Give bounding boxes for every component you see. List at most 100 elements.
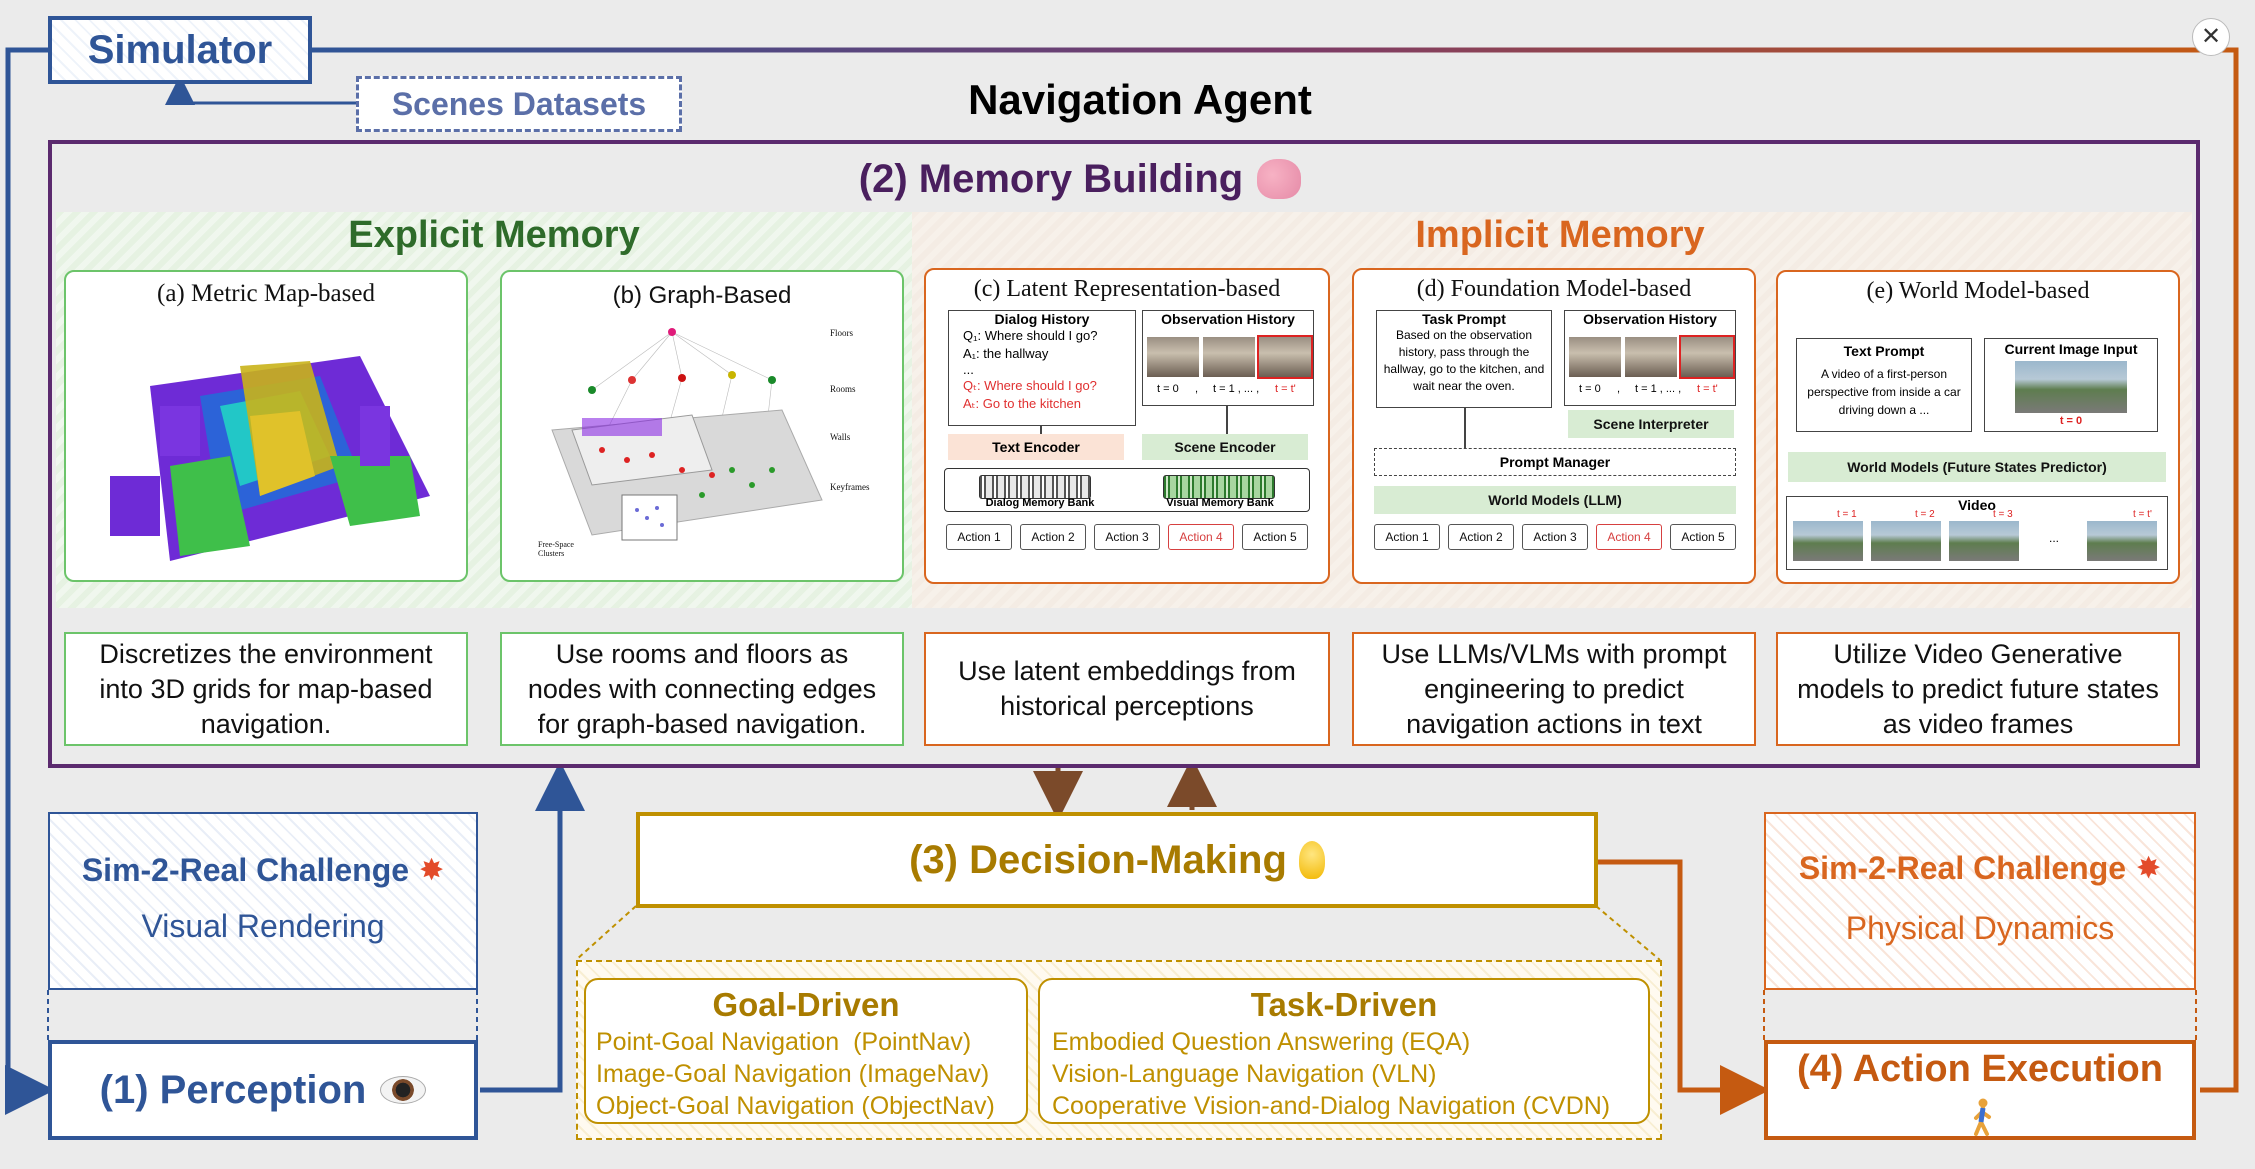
panel-world-model-title: (e) World Model-based (1866, 278, 2090, 304)
action-execution-box: (4) Action Execution (1764, 1040, 2196, 1140)
desc-world-model: Utilize Video Generative models to predi… (1776, 632, 2180, 746)
perception-challenge-title-row: Sim-2-Real Challenge ✸ (50, 852, 476, 889)
obs-time-0: t = 0 (1157, 383, 1179, 395)
task-prompt-text: Based on the observation history, pass t… (1383, 328, 1545, 393)
close-icon: ✕ (2200, 23, 2222, 50)
perception-box: (1) Perception (48, 1040, 478, 1140)
action-challenge-title: Sim-2-Real Challenge (1798, 850, 2127, 886)
task-item-3: Cooperative Vision-and-Dialog Navigation… (1052, 1092, 1611, 1120)
text-prompt-title: Text Prompt (1843, 343, 1925, 359)
visual-bank-label: Visual Memory Bank (1166, 497, 1274, 509)
foundation-action-2: Action 2 (1448, 524, 1514, 550)
video-ellipsis: ... (2049, 531, 2060, 545)
latent-action-4: Action 4 (1168, 524, 1234, 550)
latent-action-5: Action 5 (1242, 524, 1308, 550)
video-frame-2 (1871, 521, 1941, 561)
prompt-manager: Prompt Manager (1374, 448, 1736, 476)
foundation-action-1: Action 1 (1374, 524, 1440, 550)
obs-time-1: t = 1 , ... , (1213, 383, 1260, 395)
latent-action-3: Action 3 (1094, 524, 1160, 550)
memory-building-title-row: (2) Memory Building (800, 150, 1360, 208)
implicit-memory-title: Implicit Memory (1415, 214, 1705, 256)
foundation-time-comma: , (1617, 383, 1621, 395)
panel-latent: (c) Latent Representation-based Dialog H… (924, 268, 1330, 584)
task-prompt-title: Task Prompt (1422, 311, 1506, 327)
panel-foundation-title: (d) Foundation Model-based (1416, 276, 1692, 302)
foundation-action-4: Action 4 (1596, 524, 1662, 550)
obs-time-comma: , (1195, 383, 1199, 395)
text-prompt-body: A video of a first-person perspective fr… (1807, 367, 1961, 417)
lightbulb-icon (1298, 841, 1325, 879)
walking-person-icon (1974, 1098, 1991, 1136)
future-states-predictor-label: World Models (Future States Predictor) (1847, 459, 2107, 475)
prompt-manager-label: Prompt Manager (1499, 454, 1611, 470)
scenes-datasets-box: Scenes Datasets (356, 76, 682, 132)
obs-time-t: t = t' (1275, 383, 1296, 395)
future-states-predictor: World Models (Future States Predictor) (1788, 452, 2166, 482)
dialog-line-4: Qₜ: Where should I go? (963, 378, 1097, 393)
desc-metric-map: Discretizes the environment into 3D grid… (64, 632, 468, 746)
dialog-line-2: A₁: the hallway (963, 346, 1049, 361)
obs-thumb-3 (1257, 335, 1313, 379)
memory-banks-box: Dialog Memory Bank Visual Memory Bank (944, 468, 1310, 512)
perception-label: (1) Perception (99, 1067, 367, 1112)
text-encoder-label: Text Encoder (992, 439, 1080, 455)
video-frames-box: Video ... t = 1 t = 2 t = 3 t = t' (1786, 496, 2168, 570)
foundation-action-5: Action 5 (1670, 524, 1736, 550)
latent-connector (1226, 406, 1228, 434)
explosion-icon-right: ✸ (2136, 852, 2162, 885)
eye-icon (380, 1076, 427, 1104)
obs-thumb-2 (1203, 337, 1255, 377)
panel-metric-map-title: (a) Metric Map-based (157, 280, 375, 307)
latent-action-2: Action 2 (1020, 524, 1086, 550)
foundation-observation-box: Observation History t = 0 , t = 1 , ... … (1564, 310, 1736, 406)
video-label: Video (1958, 497, 1996, 513)
desc-graph-based: Use rooms and floors as nodes with conne… (500, 632, 904, 746)
visual-rendering-challenge: Sim-2-Real Challenge ✸ Visual Rendering (48, 812, 478, 990)
panel-graph-based-title: (b) Graph-Based (612, 282, 792, 309)
goal-item-1: Point-Goal Navigation (PointNav) (596, 1028, 972, 1056)
observation-history-box: Observation History t = 0 , t = 1 , ... … (1142, 310, 1314, 406)
video-frame-last (2087, 521, 2157, 561)
perception-challenge-sub: Visual Rendering (141, 908, 385, 944)
task-driven-title: Task-Driven (1250, 986, 1438, 1023)
video-frame-3 (1949, 521, 2019, 561)
latent-action-1: Action 1 (946, 524, 1012, 550)
dialog-history-box: Dialog History Q₁: Where should I go? A₁… (948, 310, 1136, 426)
foundation-connector-1 (1464, 408, 1466, 448)
physical-dynamics-challenge: Sim-2-Real Challenge ✸ Physical Dynamics (1764, 812, 2196, 990)
foundation-observation-title: Observation History (1583, 311, 1717, 327)
desc-foundation: Use LLMs/VLMs with prompt engineering to… (1352, 632, 1756, 746)
action-challenge-title-row: Sim-2-Real Challenge ✸ (1766, 850, 2194, 887)
explosion-icon: ✸ (419, 854, 445, 887)
graph-label-floors: Floors (830, 328, 854, 338)
decision-making-box: (3) Decision-Making (636, 812, 1598, 908)
foundation-time-t: t = t' (1697, 383, 1718, 395)
world-models-llm-label: World Models (LLM) (1488, 492, 1622, 508)
foundation-time-0: t = 0 (1579, 383, 1601, 395)
foundation-obs-thumb-3 (1679, 335, 1735, 379)
goal-item-3: Object-Goal Navigation (ObjectNav) (596, 1092, 995, 1120)
task-prompt-box: Task Prompt Based on the observation his… (1376, 310, 1552, 408)
perception-challenge-title: Sim-2-Real Challenge (81, 852, 410, 888)
task-item-1: Embodied Question Answering (EQA) (1052, 1028, 1471, 1056)
current-image-box: Current Image Input t = 0 (1984, 338, 2158, 432)
graph-label-walls: Walls (830, 432, 851, 442)
graph-label-free-space: Free-Space Clusters (538, 540, 574, 558)
goal-driven-title: Goal-Driven (712, 986, 900, 1023)
action-execution-label: (4) Action Execution (1797, 1048, 2163, 1090)
current-image-time: t = 0 (2059, 415, 2083, 427)
scene-interpreter: Scene Interpreter (1568, 410, 1734, 438)
close-button[interactable]: ✕ (2192, 18, 2230, 56)
world-models-llm: World Models (LLM) (1374, 486, 1736, 514)
panel-world-model: (e) World Model-based Text Prompt A vide… (1776, 270, 2180, 584)
video-frame-1 (1793, 521, 1863, 561)
frame-time-t: t = t' (2133, 509, 2152, 520)
dialog-line-5: Aₜ: Go to the kitchen (963, 396, 1082, 411)
brain-icon (1257, 159, 1302, 199)
foundation-action-3: Action 3 (1522, 524, 1588, 550)
panel-latent-title: (c) Latent Representation-based (973, 276, 1281, 302)
latent-connector-2 (1040, 426, 1042, 434)
memory-building-title: (2) Memory Building (858, 156, 1244, 201)
